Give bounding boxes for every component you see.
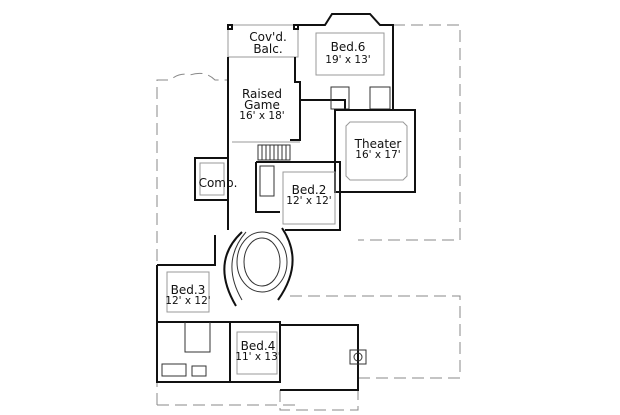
label-theater: Theater (354, 137, 402, 151)
label-covd-balc-1: Cov'd. (249, 30, 287, 44)
dim-bed6: 19' x 13' (325, 54, 370, 66)
dim-bed3: 12' x 12' (165, 295, 210, 307)
dim-raised-game: 16' x 18' (239, 110, 284, 122)
dim-bed4: 11' x 13' (235, 351, 280, 363)
curved-stair (223, 227, 294, 307)
label-bed3: Bed.3 (171, 283, 206, 297)
roof-outline (156, 24, 461, 411)
room-bed3 (156, 235, 235, 323)
room-lower-right (280, 324, 367, 391)
label-bed6: Bed.6 (331, 40, 366, 54)
label-raised-game-1: Raised (242, 87, 282, 101)
label-bed2: Bed.2 (292, 183, 327, 197)
room-comp (194, 157, 229, 201)
label-covd-balc-2: Balc. (253, 42, 282, 56)
room-raised-game (227, 57, 301, 230)
room-bed4 (156, 321, 281, 383)
label-comp: Comp. (199, 176, 238, 190)
label-bed4: Bed.4 (241, 339, 276, 353)
room-covd-balcony (227, 24, 299, 58)
room-bed2 (255, 110, 341, 231)
label-raised-game-2: Game (244, 98, 280, 112)
dim-bed2: 12' x 12' (286, 195, 331, 207)
dim-theater: 16' x 17' (355, 149, 400, 161)
